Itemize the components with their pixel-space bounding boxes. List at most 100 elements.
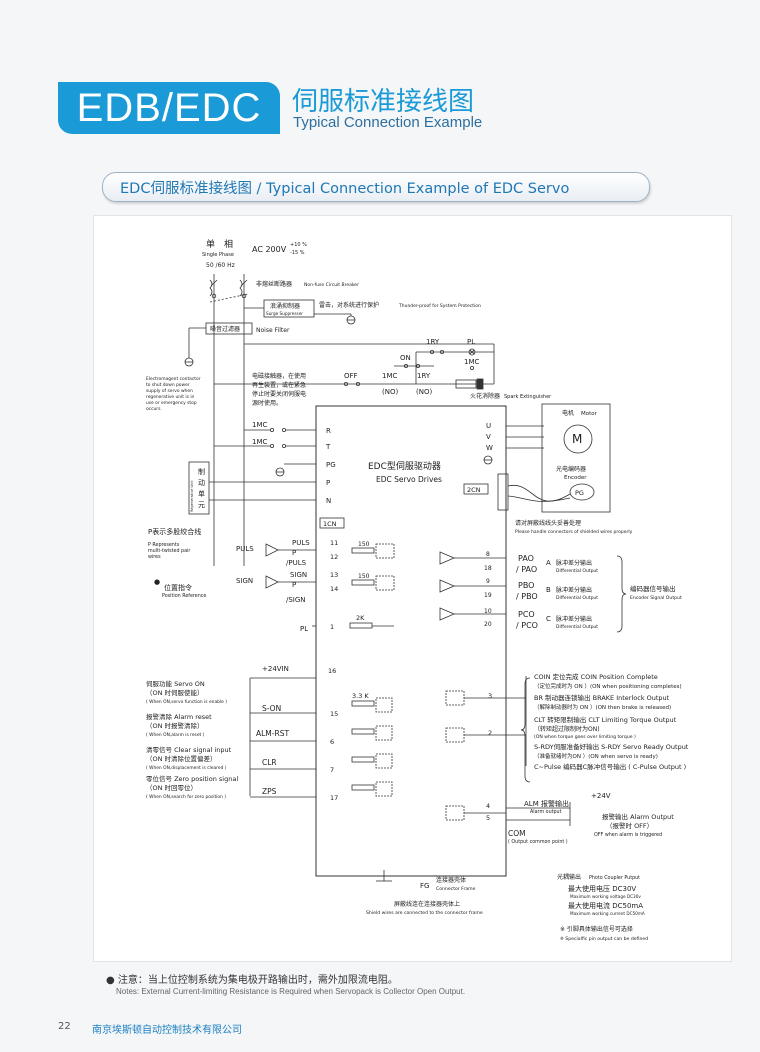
drive-term-u: U (486, 422, 491, 430)
pin-name-puls: PULS (292, 539, 310, 547)
output-coin-1: COIN 定位完成 COIN Position Complete (534, 672, 658, 681)
input-alm-en: ( When ON,alarm is reset ) (146, 732, 205, 738)
pin-name-npuls: /PULS (286, 559, 307, 567)
imax-en: Maximum working current DC50mA (570, 911, 645, 916)
enc-c-name-1: PCO (518, 610, 535, 619)
resistor-3k3: 3.3 K (352, 692, 369, 700)
contactor-en-3: supply of servo when (146, 388, 193, 394)
pin-no-13: 13 (330, 571, 338, 579)
mc-t-label: 1MC (252, 438, 267, 446)
contactor-note-2: 再生装置，或在紧急 (252, 381, 306, 389)
shield-note-cn: 请对屏蔽线线头妥善处理 (515, 519, 581, 527)
sign-driver-icon (265, 575, 279, 589)
dot-marker: ● (154, 578, 160, 586)
resistor-150-b-icon (351, 579, 375, 586)
input-alm-opto (375, 725, 393, 741)
footer-note-en: Notes: External Current-limiting Resista… (116, 987, 466, 996)
motor-label-en: Motor (581, 411, 598, 417)
input-zps-cn1: 零位信号 Zero position signal (146, 774, 238, 783)
encoder-label-cn: 光电编码器 (556, 465, 586, 473)
regen-cn-2: 动 (198, 478, 205, 487)
page-subtitle: Typical Connection Example (293, 114, 483, 131)
encoder-icon (569, 483, 595, 501)
output-coin-2: （定位完成时为 ON ）(ON when positioning complet… (534, 682, 682, 690)
fg-label-en: Connector Frame (436, 886, 476, 892)
alarm-output-cn: 报警输出 Alarm Output (602, 812, 674, 821)
twisted-note-en-2: multi-twisted pair (148, 548, 190, 554)
section-banner (102, 172, 650, 202)
surge-label-en: Surge Suppresser (266, 311, 303, 316)
input-zps-opto (375, 781, 393, 797)
connector-2cn: 2CN (467, 486, 481, 494)
enc-b-driver-icon (439, 579, 456, 593)
imax-cn: 最大使用电流 DC50mA (568, 901, 643, 910)
enc-a-pin-b: 18 (484, 565, 492, 572)
alm-output-cn: ALM 报警输出 (524, 799, 569, 808)
input-zps-resistor (351, 784, 375, 791)
drive-term-w: W (486, 444, 493, 452)
drive-term-pg: PG (326, 461, 336, 469)
puls-driver-icon (265, 543, 279, 557)
input-clr-sig: CLR (262, 758, 277, 767)
enc-a-en: Differential Output (556, 568, 598, 574)
enc-out-brace (616, 555, 627, 633)
enc-c-pin-a: 10 (484, 608, 492, 615)
pin-name-sign: SIGN (290, 571, 307, 579)
enc-c-phase: C (546, 615, 551, 623)
enc-c-cn: 脉冲差分输出 (556, 615, 592, 623)
puls-label: PULS (236, 545, 254, 553)
photo-label-cn: 光耦输出 (557, 873, 581, 881)
shield-note-en: Please handle connectors of shielded wir… (515, 529, 633, 535)
contactor-en-4: regenerative unit is in (146, 394, 195, 400)
pin-name-nsign: /SIGN (286, 596, 306, 604)
output-pin-3: 3 (488, 692, 492, 700)
off-switch-contact-1 (343, 381, 348, 386)
enc-a-driver-icon (439, 551, 456, 565)
enc-a-name-2: / PAO (516, 565, 537, 574)
section-title: EDC伺服标准接线图 / Typical Connection Example … (120, 181, 570, 197)
twisted-note-en-1: P Represents (148, 542, 180, 548)
page-number: 22 (58, 1021, 71, 1032)
enc-b-name-2: / PBO (516, 592, 538, 601)
enc-c-pin-b: 20 (484, 621, 492, 628)
input-alm-resistor (351, 728, 375, 735)
alarm-output-en: OFF when alarm is triggered (594, 832, 662, 838)
spark-extinguisher-icon (476, 378, 484, 390)
vin-label: +24VIN (262, 665, 289, 673)
input-son-en: ( When ON,servo function is enable ) (146, 699, 227, 705)
diagram-panel: 单 相 Single Phase AC 200V +10 % -15 % 50 … (93, 215, 732, 962)
output-brace (520, 677, 531, 783)
connector-1cn-box (319, 517, 345, 529)
drive-term-t: T (325, 443, 331, 451)
twisted-note-en-3: wires (148, 554, 161, 560)
pin-no-14: 14 (330, 585, 338, 593)
fg-label-cn: 连接器壳体 (436, 876, 466, 884)
pin-no-11: 11 (330, 539, 338, 547)
output-com: COM (508, 829, 526, 838)
input-zps-en: ( When ON,search for zero position ) (146, 794, 226, 800)
drive-name-cn: EDC型伺服驱动器 (368, 460, 441, 472)
enc-c-name-2: / PCO (516, 621, 538, 630)
twisted-note-cn: P表示多股绞合线 (148, 527, 201, 536)
output-pin-4: 4 (486, 802, 490, 810)
input-son-resistor (351, 700, 375, 707)
enc-a-pin-a: 8 (486, 551, 490, 558)
relay-on: ON (400, 354, 411, 362)
connector-2cn-box (463, 483, 489, 495)
spark-label: 火花消除器 (470, 392, 500, 400)
contactor-note-3: 停止时要关闭伺服电 (252, 390, 306, 398)
thunder-label: 雷击，对系统进行保护 (319, 301, 379, 309)
contactor-en-1: Electromagent contactor (146, 376, 201, 382)
output-br-2: （解除制动器时为 ON ）(ON then brake is released) (534, 703, 671, 711)
sign-label: SIGN (236, 577, 253, 585)
pin-no-1: 1 (330, 623, 334, 631)
regen-en: Regenerative Unit (190, 480, 194, 512)
noise-filter-label: 噪音过滤器 (210, 325, 240, 333)
vmax-cn: 最大使用电压 DC30V (568, 884, 636, 893)
power-coil-right (239, 279, 243, 297)
output-clt-2: （转矩超过限制时为ON) (534, 725, 600, 733)
mc-r-contact-b (281, 427, 286, 432)
power-tol-minus: -15 % (290, 250, 305, 256)
drive-name-en: EDC Servo Drives (376, 475, 442, 484)
contactor-en-6: occurs. (146, 406, 162, 412)
